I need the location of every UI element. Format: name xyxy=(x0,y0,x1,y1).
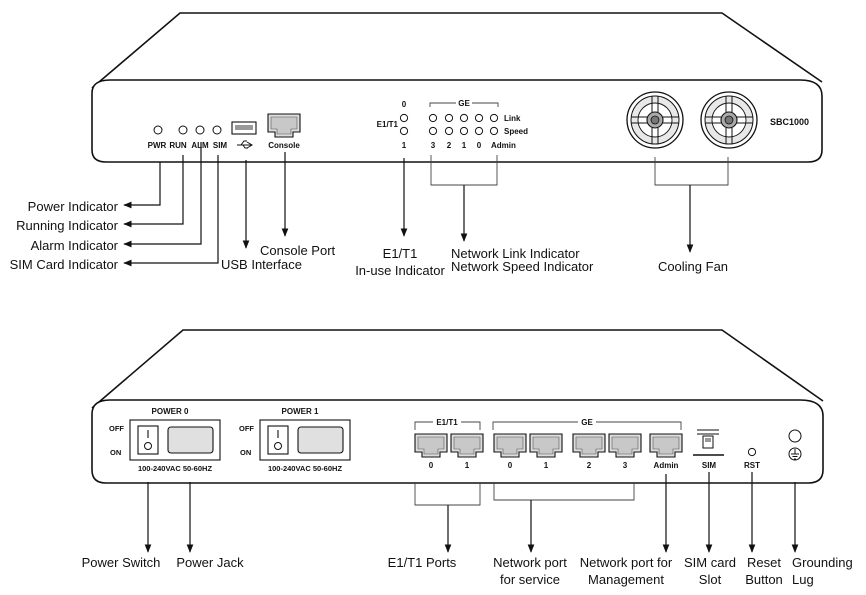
sim-slot-label: SIM xyxy=(702,461,717,470)
ge-port-1-rear-label: 1 xyxy=(544,461,549,470)
speed-label: Speed xyxy=(504,127,528,136)
callout-grounding-lug-line2: Lug xyxy=(792,572,814,587)
rear-callout-lines xyxy=(144,472,799,553)
e1t1-led-1 xyxy=(399,126,409,136)
callout-console-port: Console Port xyxy=(260,243,336,258)
callout-network-mgmt-line2: Management xyxy=(588,572,664,587)
callout-reset-button: Reset xyxy=(747,555,781,570)
rst-label: RST xyxy=(744,461,760,470)
pwr-led xyxy=(153,125,163,135)
console-label: Console xyxy=(268,141,300,150)
sim-card-slot[interactable] xyxy=(693,429,724,456)
callout-sim-card-slot-line2: Slot xyxy=(699,572,722,587)
power1-off-label: OFF xyxy=(239,424,254,433)
callout-power-switch: Power Switch xyxy=(82,555,161,570)
ge-port-2-rear-label: 2 xyxy=(587,461,592,470)
ge-link-leds xyxy=(428,113,499,123)
ge-port-3-rear-label: 3 xyxy=(623,461,628,470)
ge-rear-title: GE xyxy=(581,418,593,427)
fan-icon-right xyxy=(700,91,758,149)
callout-power-jack: Power Jack xyxy=(176,555,244,570)
power0-title: POWER 0 xyxy=(152,407,189,416)
callout-cooling-fan: Cooling Fan xyxy=(658,259,728,274)
rear-chassis-top xyxy=(91,329,824,409)
reset-button[interactable] xyxy=(747,447,757,457)
front-callout-lines xyxy=(123,142,729,267)
callout-e1t1-ports: E1/T1 Ports xyxy=(388,555,457,570)
power0-jack xyxy=(167,426,214,454)
admin-front-label: Admin xyxy=(491,141,516,150)
power0-on-label: ON xyxy=(110,448,121,457)
callout-reset-button-line2: Button xyxy=(745,572,783,587)
grounding-screw xyxy=(788,429,802,443)
usb-icon xyxy=(237,140,253,149)
ground-icon xyxy=(788,447,802,461)
admin-rear-label: Admin xyxy=(654,461,679,470)
ge-port-3-label: 3 xyxy=(431,141,436,150)
callout-sim-card-indicator: SIM Card Indicator xyxy=(10,257,119,272)
callout-sim-card-slot: SIM card xyxy=(684,555,736,570)
power0-voltage: 100-240VAC 50-60HZ xyxy=(138,464,212,473)
alm-led-label: ALM xyxy=(191,141,209,150)
callout-e1t1-in-use-line2: In-use Indicator xyxy=(355,263,445,278)
e1t1-port-0-label: 0 xyxy=(429,461,434,470)
e1t1-led-0 xyxy=(399,113,409,123)
power0-off-label: OFF xyxy=(109,424,124,433)
callout-alarm-indicator: Alarm Indicator xyxy=(31,238,119,253)
callout-usb-interface: USB Interface xyxy=(221,257,302,272)
run-led-label: RUN xyxy=(169,141,187,150)
ge-port-2-label: 2 xyxy=(447,141,452,150)
e1t1-front-title: E1/T1 xyxy=(377,120,399,129)
fan-icon-left xyxy=(626,91,684,149)
power1-on-label: ON xyxy=(240,448,251,457)
ge-rear-bracket xyxy=(492,421,682,430)
callout-e1t1-in-use: E1/T1 xyxy=(383,246,418,261)
power1-voltage: 100-240VAC 50-60HZ xyxy=(268,464,342,473)
callout-network-link: Network Link Indicator xyxy=(451,246,580,261)
e1t1-led-bottom-label: 1 xyxy=(402,141,407,150)
run-led xyxy=(178,125,188,135)
ge-speed-leds xyxy=(428,126,499,136)
callout-network-service: Network port xyxy=(493,555,567,570)
power1-jack xyxy=(297,426,344,454)
link-label: Link xyxy=(504,114,521,123)
usb-port xyxy=(231,121,257,135)
ge-bracket xyxy=(429,102,499,107)
callout-network-mgmt: Network port for xyxy=(580,555,673,570)
ge-front-title: GE xyxy=(458,99,470,108)
model-label: SBC1000 xyxy=(770,117,809,127)
ge-port-0-rear-label: 0 xyxy=(508,461,513,470)
e1t1-rear-bracket xyxy=(414,421,481,430)
e1t1-port-1-label: 1 xyxy=(465,461,470,470)
callout-power-indicator: Power Indicator xyxy=(28,199,119,214)
callout-grounding-lug: Grounding xyxy=(792,555,853,570)
e1t1-rear-title: E1/T1 xyxy=(436,418,458,427)
rear-panel: POWER 0 OFF ON 100-240VAC 50-60HZ POWER … xyxy=(91,329,824,484)
front-panel: PWR RUN ALM SIM Console 0 E1/T1 1 GE xyxy=(91,12,823,163)
ge-port-0-label: 0 xyxy=(477,141,482,150)
callout-running-indicator: Running Indicator xyxy=(16,218,119,233)
power0-switch[interactable] xyxy=(137,425,159,455)
power1-switch[interactable] xyxy=(267,425,289,455)
callout-network-service-line2: for service xyxy=(500,572,560,587)
front-chassis-top xyxy=(91,12,823,89)
pwr-led-label: PWR xyxy=(148,141,167,150)
alm-led xyxy=(195,125,205,135)
power1-title: POWER 1 xyxy=(282,407,319,416)
sim-led-label: SIM xyxy=(213,141,228,150)
e1t1-led-top-label: 0 xyxy=(402,100,407,109)
callout-network-speed: Network Speed Indicator xyxy=(451,259,594,274)
sim-led xyxy=(212,125,222,135)
ge-port-1-label: 1 xyxy=(462,141,467,150)
